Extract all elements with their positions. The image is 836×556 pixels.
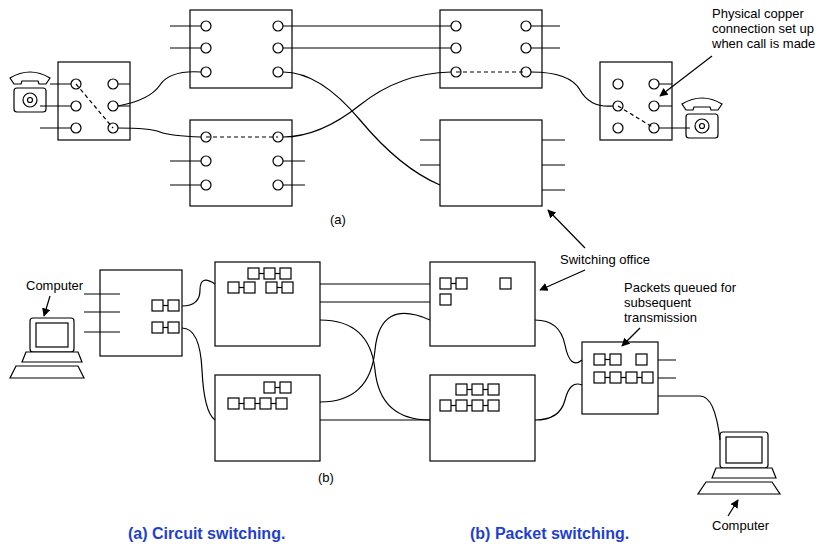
office-box [100,270,182,356]
part-label: (a) [330,212,346,227]
left-computer [10,318,84,378]
office-box [215,262,320,346]
callout-label: Switching office [560,252,650,267]
office-box [430,262,535,346]
copper-wires [40,26,690,190]
office-box [190,120,292,206]
callout-note: Physical copper connection set up when c… [712,6,832,51]
office-box [582,342,658,414]
packet-queues [152,268,653,411]
callout-note: Packets queued for subsequent transmissi… [624,280,754,325]
office-box [440,10,542,88]
caption-text: (b) Packet switching. [470,524,629,543]
callout-label: Computer [712,518,769,533]
office-box [440,120,542,206]
callout-label: Computer [26,278,83,293]
office-box [430,375,535,461]
right-telephone [682,98,722,138]
office-box [215,375,320,461]
right-computer [698,432,780,494]
part-label: (b) [318,470,334,485]
office-box [190,10,292,88]
circuit-connections [76,72,654,137]
switch-contacts [71,21,659,190]
caption-text: (a) Circuit switching. [128,524,285,543]
